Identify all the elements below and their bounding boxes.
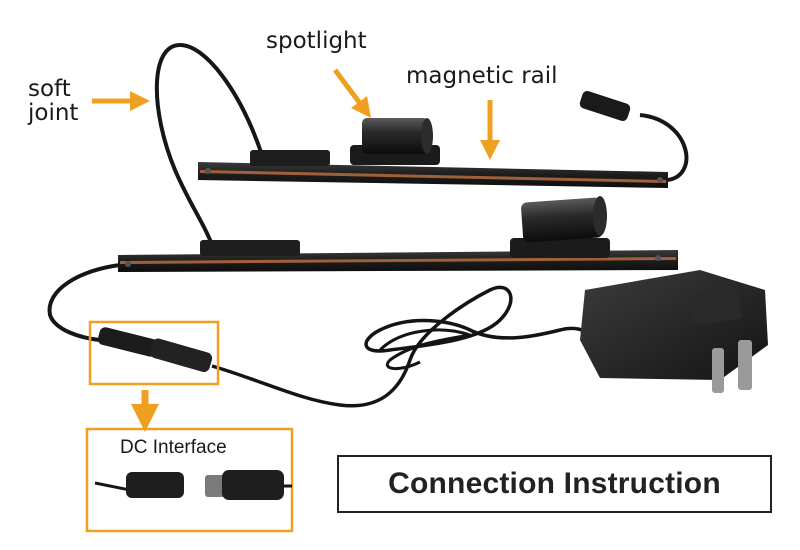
soft-joint-label: soft joint (28, 77, 78, 125)
power-cable-coil (378, 328, 471, 370)
dc-interface-label: DC Interface (120, 437, 227, 458)
rail-upper-cable (639, 113, 689, 182)
magnetic-rail-upper (198, 150, 668, 188)
soft-joint-cable (154, 42, 264, 246)
spotlight-large (510, 196, 610, 258)
spotlight-arrow (333, 68, 371, 118)
dc-interface-detail (94, 470, 292, 500)
magnetic-rail-label: magnetic rail (406, 63, 558, 89)
spotlight-label: spotlight (266, 28, 367, 54)
dc-connector-highlight-box (88, 320, 220, 386)
title-box: Connection Instruction (337, 455, 772, 513)
rail-lower-cable (47, 263, 121, 342)
spotlight-small (350, 118, 440, 165)
dc-interface-box (85, 427, 294, 533)
dc-plug-upper-right (579, 91, 631, 121)
power-adapter (580, 270, 768, 393)
dc-connector-joined (97, 327, 213, 373)
page-title: Connection Instruction (388, 467, 721, 500)
soft-joint-label-line1: soft (28, 76, 71, 102)
soft-joint-label-line2: joint (28, 100, 79, 127)
power-cable (211, 285, 592, 408)
